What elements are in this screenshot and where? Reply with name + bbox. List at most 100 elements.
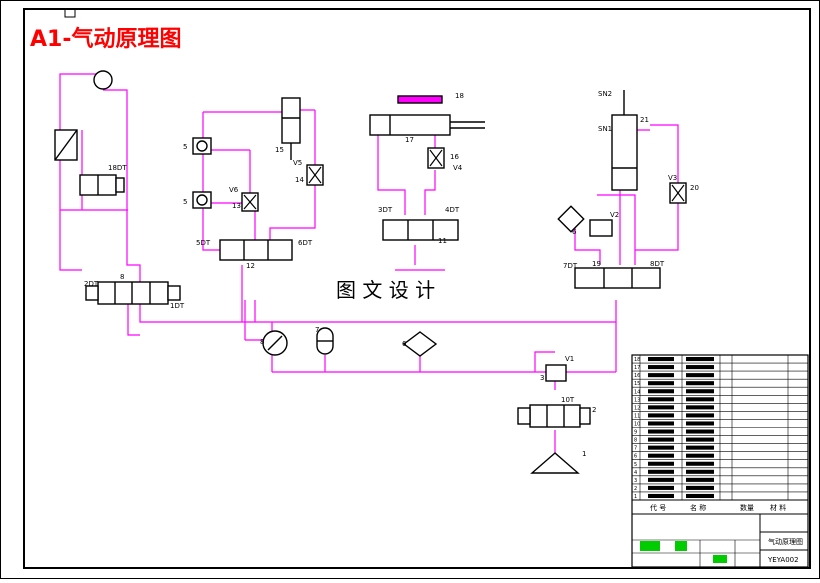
tb-row-text-block <box>648 413 674 418</box>
label-4dt: 4DT <box>445 206 460 214</box>
directional-valve-8 <box>97 281 169 305</box>
tb-row-text-block <box>648 389 674 394</box>
cylinder-18 <box>397 95 443 104</box>
tb-row-name-block <box>686 405 714 410</box>
tb-row-number: 3 <box>634 478 637 484</box>
label-v2: V2 <box>610 211 619 219</box>
label-13: 13 <box>232 202 241 210</box>
throttle-crosses <box>243 149 685 210</box>
label-16: 16 <box>450 153 459 161</box>
label-3: 3 <box>540 374 544 382</box>
cylinder-17 <box>369 114 451 136</box>
directional-valve-11 <box>382 219 459 241</box>
tb-row-name-block <box>686 485 714 490</box>
tb-row-text-block <box>648 485 674 490</box>
tb-row-number: 2 <box>634 486 637 492</box>
tb-code: YEYA002 <box>767 556 799 564</box>
label-acc: 7 <box>315 326 319 334</box>
component-labels: 18DT 8 1DT 2DT 5 5 V6 15 V5 14 13 12 5DT… <box>84 90 699 458</box>
check-valve-6 <box>557 205 585 233</box>
pump-symbol <box>93 70 113 90</box>
label-sn1: SN1 <box>598 125 612 133</box>
label-1dt: 1DT <box>170 302 185 310</box>
label-3dt: 3DT <box>378 206 393 214</box>
tb-row-number: 8 <box>634 438 637 444</box>
label-10t: 10T <box>561 396 575 404</box>
tb-row-number: 10 <box>634 422 640 428</box>
drawing-frame <box>23 8 811 569</box>
tb-row-text-block <box>648 421 674 426</box>
tb-row-name-block <box>686 429 714 434</box>
tb-header-qty: 数量 <box>740 503 754 512</box>
label-20: 20 <box>690 184 699 192</box>
page-title: A1-气动原理图 <box>30 26 181 52</box>
tb-row-number: 11 <box>634 413 640 419</box>
tb-row-number: 12 <box>634 405 640 411</box>
tb-row-name-block <box>686 389 714 394</box>
label-sn2: SN2 <box>598 90 612 98</box>
tb-row-number: 1 <box>634 494 637 500</box>
tb-row-text-block <box>648 357 674 362</box>
tb-row-number: 16 <box>634 373 640 379</box>
tb-row-number: 14 <box>634 389 640 395</box>
tb-row-number: 17 <box>634 365 640 371</box>
tb-header-name: 名 称 <box>690 503 706 512</box>
label-filter: 6 <box>402 340 407 348</box>
tb-row-number: 9 <box>634 430 637 436</box>
tb-row-name-block <box>686 453 714 458</box>
label-12: 12 <box>246 262 255 270</box>
tb-row-text-block <box>648 445 674 450</box>
tb-row-text-block <box>648 453 674 458</box>
label-21: 21 <box>640 116 649 124</box>
label-1: 1 <box>582 450 586 458</box>
label-11: 11 <box>438 237 447 245</box>
tb-row-text-block <box>648 461 674 466</box>
label-18dt: 18DT <box>108 164 127 172</box>
tb-row-number: 6 <box>634 454 637 460</box>
solenoid-valve-10t <box>529 404 581 428</box>
tb-row-name-block <box>686 445 714 450</box>
tb-header-code: 代 号 <box>650 503 666 512</box>
cylinder-15 <box>281 97 301 144</box>
tb-row-text-block <box>648 405 674 410</box>
watermark: 图 文 设 计 <box>336 278 435 302</box>
pipe-network <box>59 73 679 455</box>
label-gauge: 8 <box>260 338 264 346</box>
tb-row-text-block <box>648 373 674 378</box>
tb-row-number: 7 <box>634 446 637 452</box>
tb-row-name-block <box>686 373 714 378</box>
tb-row-number: 13 <box>634 397 640 403</box>
tb-row-name-block <box>686 381 714 386</box>
label-2dt: 2DT <box>84 280 99 288</box>
tb-row-name-block <box>686 493 714 498</box>
tb-row-text-block <box>648 477 674 482</box>
tb-row-text-block <box>648 381 674 386</box>
label-19: 19 <box>592 260 601 268</box>
label-v5: V5 <box>293 159 302 167</box>
tb-row-name-block <box>686 365 714 370</box>
tb-row-name-block <box>686 357 714 362</box>
label-v4: V4 <box>453 164 463 172</box>
corner-mark <box>64 8 76 18</box>
watermark-bg <box>300 278 500 302</box>
label-17: 17 <box>405 136 414 144</box>
tb-header-material: 材 料 <box>770 503 786 512</box>
label-5b: 5 <box>183 198 187 206</box>
label-8dt: 8DT <box>650 260 665 268</box>
tb-row-name-block <box>686 469 714 474</box>
label-valve8: 8 <box>120 273 124 281</box>
label-14: 14 <box>295 176 304 184</box>
label-7dt: 7DT <box>563 262 578 270</box>
tb-row-text-block <box>648 429 674 434</box>
tb-row-text-block <box>648 469 674 474</box>
label-15: 15 <box>275 146 284 154</box>
tb-row-text-block <box>648 437 674 442</box>
tb-row-number: 5 <box>634 462 637 468</box>
directional-valve-12 <box>219 239 293 261</box>
tb-row-number: 18 <box>634 357 640 363</box>
label-6dt: 6DT <box>298 239 313 247</box>
tb-row-name-block <box>686 413 714 418</box>
tb-row-name-block <box>686 397 714 402</box>
label-2: 2 <box>592 406 596 414</box>
components <box>54 70 687 474</box>
